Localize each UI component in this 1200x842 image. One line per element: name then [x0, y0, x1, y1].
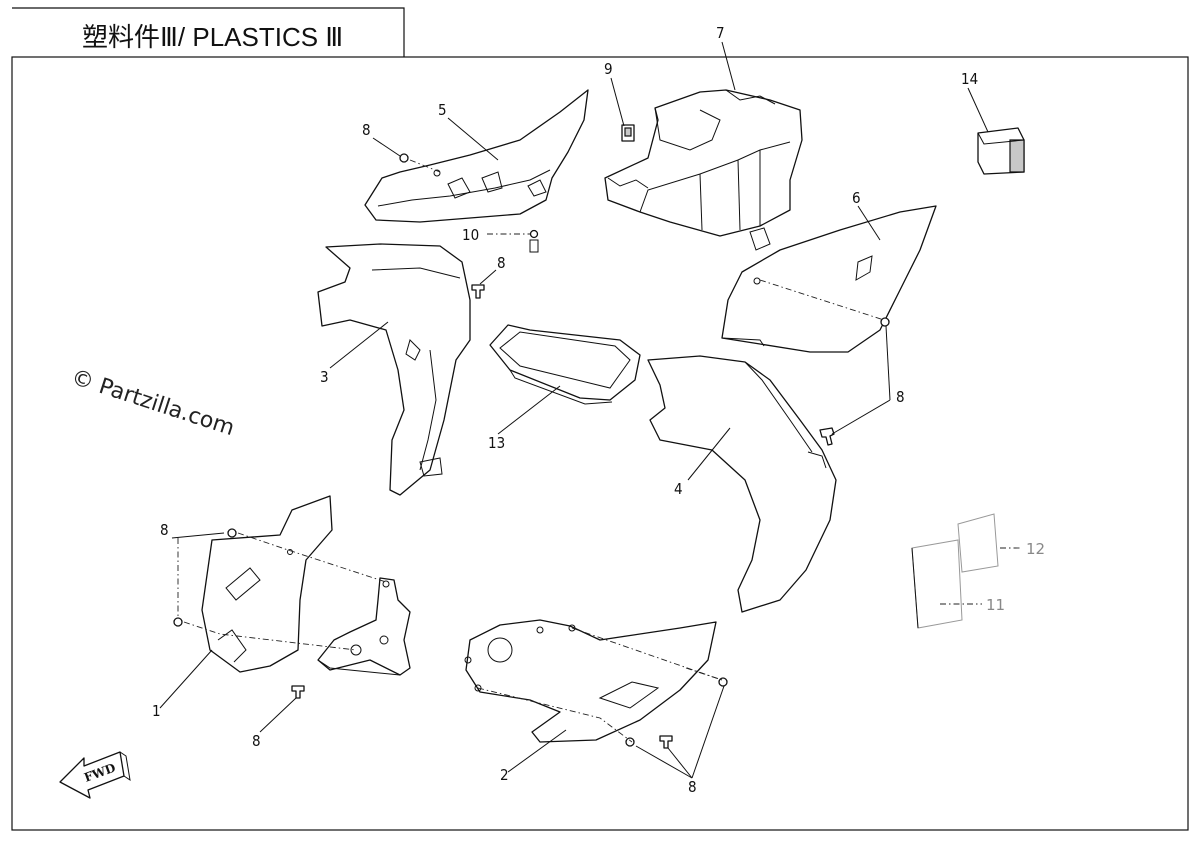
bolt-8-e: [227, 528, 237, 538]
bolt-8-i: [625, 737, 635, 747]
part-14-block: [977, 127, 1025, 175]
title-box: 塑料件Ⅲ/ PLASTICS Ⅲ: [12, 7, 405, 57]
bolt-8-b: [471, 284, 485, 299]
callout-8-bottom-left: 8: [252, 732, 261, 750]
bolt-8-j: [659, 735, 673, 749]
part-1-lower-left-panel: [201, 495, 411, 676]
bolt-8-h: [718, 677, 728, 687]
callout-11: 11: [986, 596, 1005, 614]
part-2-lower-panel: [464, 619, 717, 743]
bolt-8-g: [291, 685, 305, 699]
part-5-side-cover: [364, 89, 589, 223]
callout-8-right: 8: [896, 388, 905, 406]
callout-3: 3: [320, 368, 329, 386]
part-9-clip: [621, 124, 635, 142]
diagram-border: [11, 56, 1189, 831]
part-12-decal: [957, 513, 999, 573]
callout-14: 14: [961, 70, 978, 88]
part-11-decal: [911, 539, 963, 629]
part-3-left-panel: [317, 243, 471, 496]
part-6-right-panel: [721, 205, 937, 353]
fwd-arrow-icon: FWD: [59, 751, 131, 799]
part-4-right-side-panel: [647, 355, 837, 613]
clip-10: [529, 229, 539, 253]
callout-8-left: 8: [160, 521, 169, 539]
callout-8-top: 8: [362, 121, 371, 139]
watermark: © Partzilla.com: [68, 365, 237, 441]
part-7-battery-box: [604, 89, 803, 237]
callout-8-mid: 8: [497, 254, 506, 272]
callout-10: 10: [462, 226, 479, 244]
callout-13: 13: [488, 434, 505, 452]
bolt-8-d: [819, 427, 835, 446]
page-title: 塑料件Ⅲ/ PLASTICS Ⅲ: [82, 22, 343, 52]
callout-6: 6: [852, 189, 861, 207]
callout-4: 4: [674, 480, 683, 498]
callout-7: 7: [716, 24, 725, 42]
callout-1: 1: [152, 702, 161, 720]
callout-12: 12: [1026, 540, 1045, 558]
callout-2: 2: [500, 766, 509, 784]
callout-9: 9: [604, 60, 613, 78]
callout-5: 5: [438, 101, 447, 119]
bolt-8-c: [880, 317, 890, 327]
bolt-8-f: [173, 617, 183, 627]
bolt-8-a: [399, 153, 409, 163]
part-13-tray: [489, 324, 641, 405]
callout-8-bottom: 8: [688, 778, 697, 796]
